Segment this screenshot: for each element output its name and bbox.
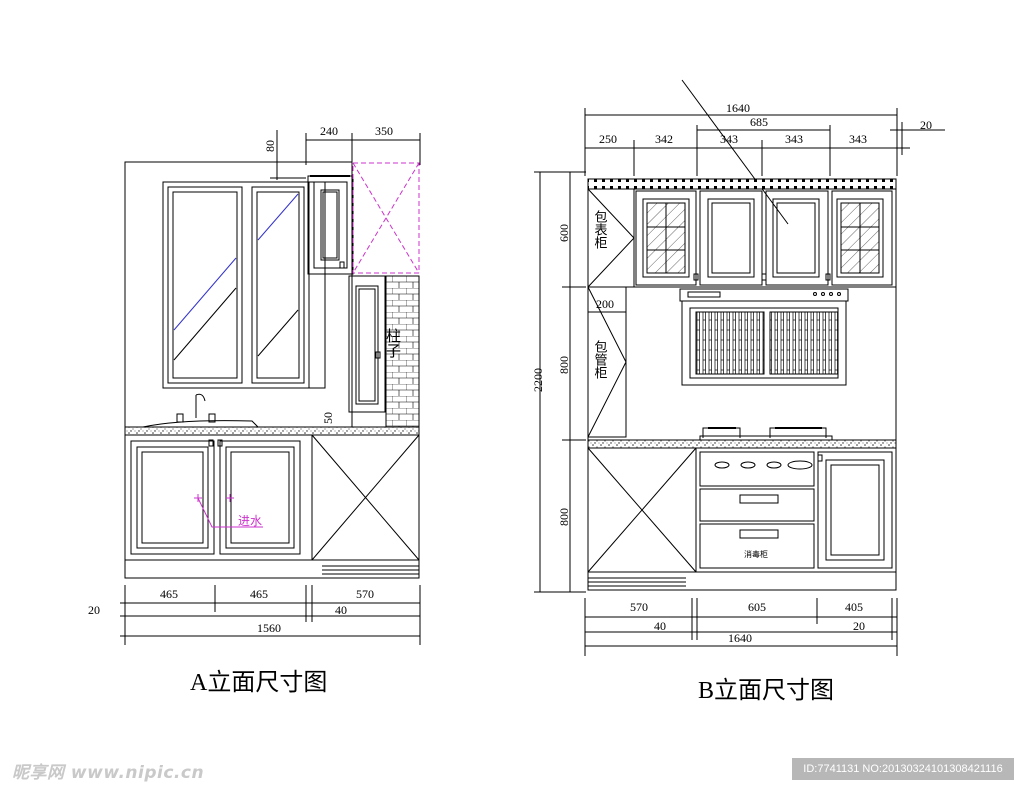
dim-b-343-b: 343 <box>785 132 803 146</box>
dim-b-250: 250 <box>599 132 617 146</box>
dim-b-20-bottom: 20 <box>853 619 865 633</box>
drawer-label: 消毒柜 <box>744 549 768 559</box>
dim-a-570: 570 <box>356 587 374 601</box>
dim-b-685: 685 <box>750 115 768 129</box>
range-hood <box>679 288 849 386</box>
dim-a-40: 40 <box>335 603 347 617</box>
gas-stove <box>699 427 833 441</box>
base-cabinet-a <box>124 434 420 561</box>
dim-b-800-low: 800 <box>557 508 571 526</box>
dim-a-465-right: 465 <box>250 587 268 601</box>
top-dimensions-b <box>584 108 945 176</box>
dim-b-570: 570 <box>630 600 648 614</box>
dim-b-342: 342 <box>655 132 673 146</box>
dim-b-600: 600 <box>557 224 571 242</box>
dim-b-20-top: 20 <box>920 118 932 132</box>
pillar-label: 柱子 <box>384 328 402 358</box>
column-box-a <box>352 162 420 274</box>
plinth-a <box>124 559 420 579</box>
window-a <box>162 181 326 389</box>
dim-b-2200: 2200 <box>531 368 545 392</box>
dim-a-80: 80 <box>263 140 277 152</box>
bottom-dimensions-b <box>584 598 898 656</box>
dim-b-40: 40 <box>654 619 666 633</box>
height-dimensions-b <box>534 171 586 593</box>
dim-b-343-a: 343 <box>720 132 738 146</box>
top-dimensions-a <box>270 130 421 180</box>
dim-b-605: 605 <box>748 600 766 614</box>
watermark: 昵享网 www.nipic.cn <box>12 763 205 783</box>
pipe-cabinet-label: 包管柜 <box>592 340 608 379</box>
tall-door-a <box>348 275 386 413</box>
dim-b-1640-top: 1640 <box>726 101 750 115</box>
base-doors-a <box>130 434 420 561</box>
bottom-dimensions-a <box>120 585 421 645</box>
dim-a-1560: 1560 <box>257 621 281 635</box>
meter-cabinet-label: 包表柜 <box>592 210 608 249</box>
water-inlet-annotation <box>194 494 263 528</box>
dim-a-50: 50 <box>321 412 335 424</box>
upper-doors-b <box>635 190 893 286</box>
sink-a <box>142 393 259 428</box>
dim-b-343-c: 343 <box>849 132 867 146</box>
dim-b-405: 405 <box>845 600 863 614</box>
caption-b: B立面尺寸图 <box>698 677 834 704</box>
leader-line-b <box>681 79 789 225</box>
elevation-b <box>534 79 945 656</box>
dim-b-200: 200 <box>596 297 614 311</box>
water-inlet-label: 进水 <box>238 514 262 528</box>
dim-a-350: 350 <box>375 124 393 138</box>
dim-a-240: 240 <box>320 124 338 138</box>
caption-a: A立面尺寸图 <box>190 669 327 696</box>
plinth-b <box>587 571 897 591</box>
countertop-b <box>587 439 897 449</box>
base-doors-b <box>587 447 893 573</box>
elevation-a <box>120 130 421 645</box>
image-id-bar: ID:7741131 NO:20130324101308421116 <box>792 758 1014 780</box>
dim-a-20: 20 <box>88 603 100 617</box>
dim-b-800-mid: 800 <box>557 356 571 374</box>
crown-moulding <box>587 178 897 190</box>
wall-cabinet-a <box>307 175 354 275</box>
wall-a <box>124 161 353 428</box>
dim-b-1640-bottom: 1640 <box>728 631 752 645</box>
dim-a-465-left: 465 <box>160 587 178 601</box>
countertop-a <box>124 426 420 436</box>
